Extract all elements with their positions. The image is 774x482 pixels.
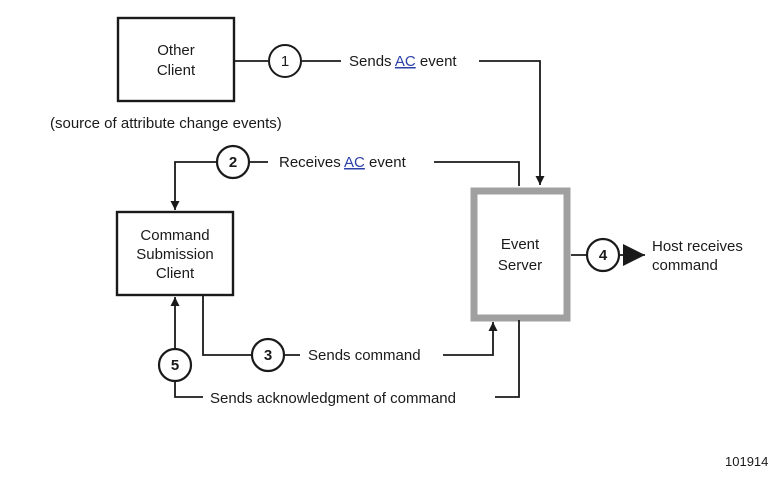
step2-label-abbr: AC [344,154,365,171]
step2-number: 2 [229,154,237,171]
step5-connector [175,297,520,398]
command-client-label-line1: Command [140,227,209,244]
step3-marker: 3 [250,337,286,373]
step2-label: Receives AC event [279,154,407,171]
event-server-label-line1: Event [501,236,540,253]
step3-connector [202,296,493,356]
step4-number: 4 [599,247,608,264]
step4-label-line2: command [652,257,718,274]
event-server-label-line2: Server [498,257,542,274]
step5-label: Sends acknowledgment of command [210,390,456,407]
command-submission-client-box: Command Submission Client [115,210,235,297]
step2-connector [175,161,520,210]
step4-label-line1: Host receives [652,238,743,255]
step2-label-after: event [365,154,407,171]
command-client-label-line3: Client [156,265,195,282]
step1-label-abbr: AC [395,53,416,70]
step1-label: Sends AC event [349,53,457,70]
step5-number: 5 [171,357,179,374]
event-server-box: Event Server [470,187,571,322]
step1-label-after: event [416,53,458,70]
step4-marker: 4 [585,237,621,273]
step1-marker: 1 [268,44,302,78]
step5-marker: 5 [157,347,193,383]
step3-label: Sends command [308,347,421,364]
figure-number: 101914 [725,454,768,469]
step2-marker: 2 [215,144,251,180]
step1-label-before: Sends [349,53,395,70]
other-client-caption: (source of attribute change events) [50,115,282,132]
other-client-label-line1: Other [157,42,195,59]
step1-number: 1 [281,53,289,70]
other-client-box: Other Client [116,16,236,103]
step1-connector [234,60,540,185]
other-client-label-line2: Client [157,62,196,79]
step3-number: 3 [264,347,272,364]
command-client-label-line2: Submission [136,246,214,263]
step2-label-before: Receives [279,154,344,171]
